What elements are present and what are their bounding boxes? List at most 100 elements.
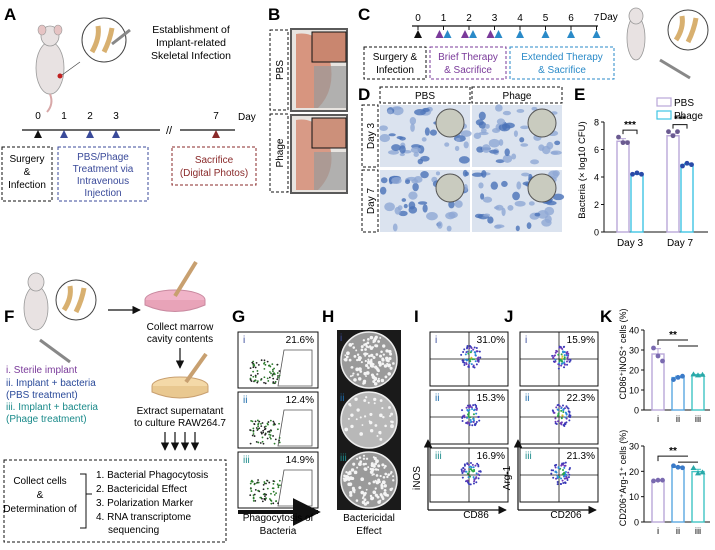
data-point — [690, 371, 697, 377]
plot-percent: 22.3% — [567, 393, 595, 404]
event-dot — [470, 406, 473, 409]
colony — [382, 415, 385, 419]
data-point — [690, 465, 697, 471]
svg-text:&: & — [24, 167, 31, 178]
event-dot — [472, 365, 475, 368]
colony — [370, 496, 374, 501]
colony — [382, 353, 385, 356]
stain-cell — [495, 159, 505, 164]
day-arrow-marker — [212, 130, 220, 138]
event-dot — [249, 442, 252, 445]
event-dot — [257, 422, 260, 425]
colony — [367, 401, 370, 404]
colony — [370, 358, 373, 361]
event-dot — [264, 433, 267, 435]
stain-cell — [545, 200, 557, 206]
event-dot — [478, 419, 481, 422]
event-dot — [477, 356, 480, 359]
colony — [377, 468, 380, 471]
stain-cell — [399, 152, 405, 157]
event-dot — [560, 477, 563, 480]
svg-text:(PBS treatment): (PBS treatment) — [6, 390, 78, 401]
colony — [367, 466, 370, 469]
event-dot — [272, 502, 275, 505]
event-dot — [555, 477, 558, 480]
event-dot — [553, 355, 556, 358]
bar — [680, 163, 694, 233]
stain-cell — [515, 225, 520, 232]
event-dot — [558, 363, 561, 366]
data-point — [620, 140, 626, 146]
y-tick-label: 30 — [629, 442, 639, 452]
colony — [365, 488, 368, 491]
event-dot — [567, 476, 570, 479]
colony — [356, 408, 360, 412]
event-dot — [563, 363, 566, 366]
event-dot — [468, 422, 471, 425]
colony — [365, 457, 369, 460]
event-dot — [467, 411, 470, 414]
syringe-icon — [111, 28, 131, 46]
stain-cell — [462, 169, 468, 177]
event-dot — [469, 475, 472, 478]
event-dot — [472, 420, 475, 423]
event-dot — [279, 484, 281, 487]
event-dot — [557, 467, 560, 470]
event-dot — [278, 479, 281, 482]
stain-cell — [530, 159, 539, 165]
stain-cell — [412, 182, 419, 192]
gate — [277, 349, 313, 387]
data-point — [655, 477, 661, 483]
colony — [347, 417, 350, 420]
event-dot — [560, 423, 563, 426]
event-dot — [252, 370, 255, 373]
stain-cell — [437, 221, 443, 229]
colony — [385, 349, 389, 353]
legend-phage: Phage — [674, 111, 703, 122]
colony — [382, 475, 386, 479]
event-dot — [466, 416, 469, 419]
event-dot — [264, 495, 266, 498]
colony — [360, 348, 364, 352]
stain-cell — [422, 107, 430, 113]
extended-therapy-box — [509, 46, 615, 80]
data-point — [680, 163, 685, 169]
stain-cell — [454, 145, 460, 152]
event-dot — [268, 371, 271, 373]
colony — [364, 352, 368, 356]
sig-bracket — [672, 124, 688, 129]
event-dot — [275, 492, 277, 495]
plot-percent: 15.3% — [477, 393, 505, 404]
event-dot — [465, 351, 468, 354]
y-tick-label: 2 — [594, 200, 599, 210]
stain-cell — [446, 225, 452, 232]
event-dot — [569, 414, 572, 417]
colony — [379, 437, 383, 441]
event-dot — [563, 423, 566, 426]
stain-cell — [502, 154, 513, 163]
event-dot — [261, 422, 264, 424]
event-dot — [260, 422, 262, 425]
colony — [351, 342, 354, 345]
event-dot — [556, 480, 559, 483]
panel-k: K CD86⁺iNOS⁺ cells (%) CD206⁺Arg-1⁺ cell… — [600, 307, 710, 537]
event-dot — [276, 483, 279, 486]
colony — [368, 420, 371, 423]
panel-e: E PBS Phage Bacteria (× log10 CFU) Day 3… — [574, 85, 708, 249]
event-dot — [475, 421, 478, 424]
h-xlabel-2: Effect — [356, 526, 382, 537]
event-dot — [463, 464, 466, 467]
title-line-2: Implant-related — [156, 37, 226, 49]
colony — [373, 397, 377, 402]
data-point — [639, 171, 644, 177]
svg-text:sequencing: sequencing — [108, 525, 159, 536]
event-dot — [565, 417, 568, 420]
colony — [372, 480, 376, 484]
event-dot — [477, 465, 480, 468]
event-dot — [277, 484, 280, 487]
event-dot — [259, 442, 262, 444]
event-dot — [554, 466, 557, 469]
stain-cell — [420, 171, 429, 179]
colony — [375, 353, 379, 356]
colony — [351, 374, 354, 377]
